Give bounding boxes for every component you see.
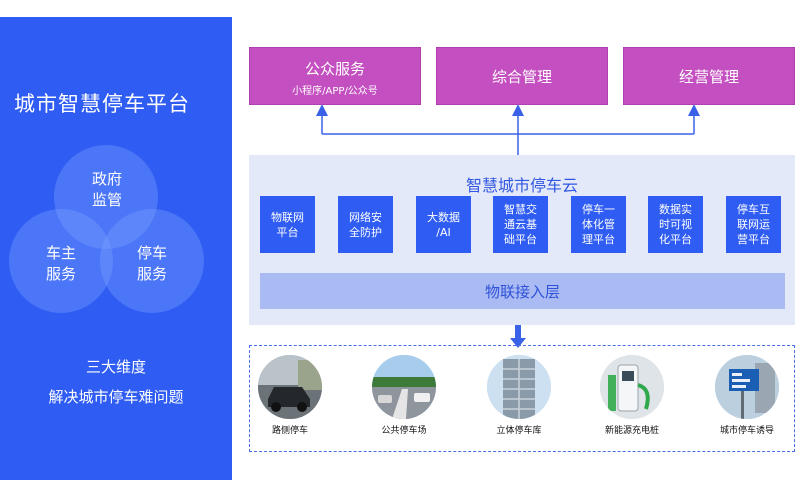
iot-access-layer: 物联接入层 [260, 273, 785, 309]
venn-government-line2: 监管 [91, 191, 122, 209]
venn-parking-line2: 服务 [136, 265, 167, 283]
stereo-garage-photo [487, 355, 551, 419]
module-internet-operation: 停车互 联网运 营平台 [726, 196, 781, 253]
box-public-service: 公众服务 小程序/APP/公众号 [249, 47, 421, 105]
module-network-security: 网络安 全防护 [338, 196, 393, 253]
scene-label-stereo-garage: 立体停车库 [496, 426, 542, 436]
ev-charging-pile-photo [600, 355, 664, 419]
venn-circle-parking [100, 209, 204, 313]
module-bigdata-ai: 大数据 /AI [416, 196, 471, 253]
public-parking-lot-photo [372, 355, 436, 419]
scene-ev-charging: 新能源充电桩 [587, 355, 677, 436]
cloud-title: 智慧城市停车云 [465, 176, 578, 195]
parking-guidance-sign-photo [715, 355, 779, 419]
caption-line1: 三大维度 [85, 358, 146, 376]
module-iot-platform: 物联网 平台 [260, 196, 315, 253]
operation-title: 经营管理 [678, 68, 739, 86]
caption-line2: 解决城市停车难问题 [48, 388, 184, 406]
venn-label-parking: 停车 服务 [117, 243, 187, 285]
scene-label-roadside: 路侧停车 [271, 426, 308, 436]
module-smart-traffic: 智慧交 通云基 础平台 [493, 196, 548, 253]
venn-label-government: 政府 监管 [72, 169, 142, 211]
venn-owner-line2: 服务 [45, 265, 76, 283]
scene-stereo-garage: 立体停车库 [474, 355, 564, 436]
platform-title: 城市智慧停车平台 [14, 92, 190, 116]
module-data-visualization: 数据实 时可视 化平台 [648, 196, 703, 253]
box-operation: 经营管理 [623, 47, 795, 105]
module-parking-management: 停车一 体化管 理平台 [571, 196, 626, 253]
scene-roadside: 路侧停车 [245, 355, 335, 436]
scene-public-lot: 公共停车场 [359, 355, 449, 436]
venn-owner-line1: 车主 [45, 244, 76, 262]
management-title: 综合管理 [491, 68, 552, 86]
venn-circle-government [54, 145, 158, 249]
venn-government-line1: 政府 [91, 170, 122, 188]
public-service-subtitle: 小程序/APP/公众号 [292, 86, 378, 97]
venn-label-owner: 车主 服务 [26, 243, 96, 285]
venn-circle-owner [9, 209, 113, 313]
roadside-parking-photo [258, 355, 322, 419]
public-service-title: 公众服务 [304, 60, 365, 78]
left-panel [0, 17, 232, 480]
box-management: 综合管理 [436, 47, 608, 105]
scene-label-ev-charging: 新能源充电桩 [604, 426, 659, 436]
scene-area [249, 345, 795, 452]
scene-label-public-lot: 公共停车场 [381, 426, 427, 436]
venn-parking-line1: 停车 [136, 244, 167, 262]
scene-guidance: 城市停车诱导 [702, 355, 792, 436]
scene-label-guidance: 城市停车诱导 [719, 426, 774, 436]
